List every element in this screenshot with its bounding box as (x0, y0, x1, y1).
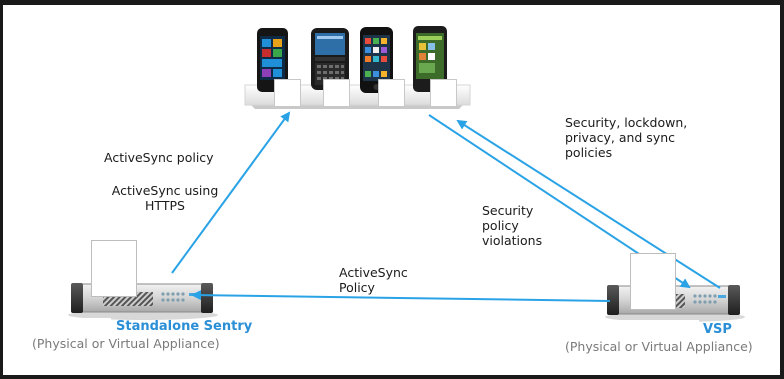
label-activesync-policy-bottom: ActiveSync Policy (339, 265, 408, 295)
vsp-name: VSP (703, 322, 732, 337)
sentry-name-mask (23, 318, 111, 334)
device-label-box (378, 79, 405, 107)
device-platform (244, 84, 471, 106)
label-activesync-https: ActiveSync using HTTPS (111, 183, 219, 213)
diagram-canvas: ActiveSync policy ActiveSync using HTTPS… (3, 5, 780, 375)
sentry-label-box (91, 240, 137, 297)
windows-phone-icon (257, 28, 288, 92)
arrow-vsp-to-devices (456, 119, 721, 289)
device-label-box (323, 79, 350, 107)
vsp-label-box (630, 253, 676, 310)
label-activesync-policy: ActiveSync policy (104, 150, 214, 165)
arrow-sentry-to-devices (171, 111, 291, 274)
server-appliance-icon (68, 283, 218, 320)
mobile-devices-group (244, 26, 471, 109)
label-security-violations: Security policy violations (482, 203, 543, 248)
sentry-name: Standalone Sentry (116, 319, 253, 334)
sentry-subtitle: (Physical or Virtual Appliance) (32, 336, 220, 351)
device-label-box (430, 79, 457, 107)
android-phone-icon (413, 26, 447, 92)
label-security-lockdown: Security, lockdown, privacy, and sync po… (565, 115, 688, 160)
vsp-name-mask (609, 320, 699, 336)
arrow-vsp-to-sentry (191, 290, 611, 302)
vsp-subtitle: (Physical or Virtual Appliance) (565, 339, 753, 354)
device-label-box (274, 79, 301, 107)
blackberry-phone-icon (311, 28, 349, 90)
iphone-icon (360, 27, 393, 93)
